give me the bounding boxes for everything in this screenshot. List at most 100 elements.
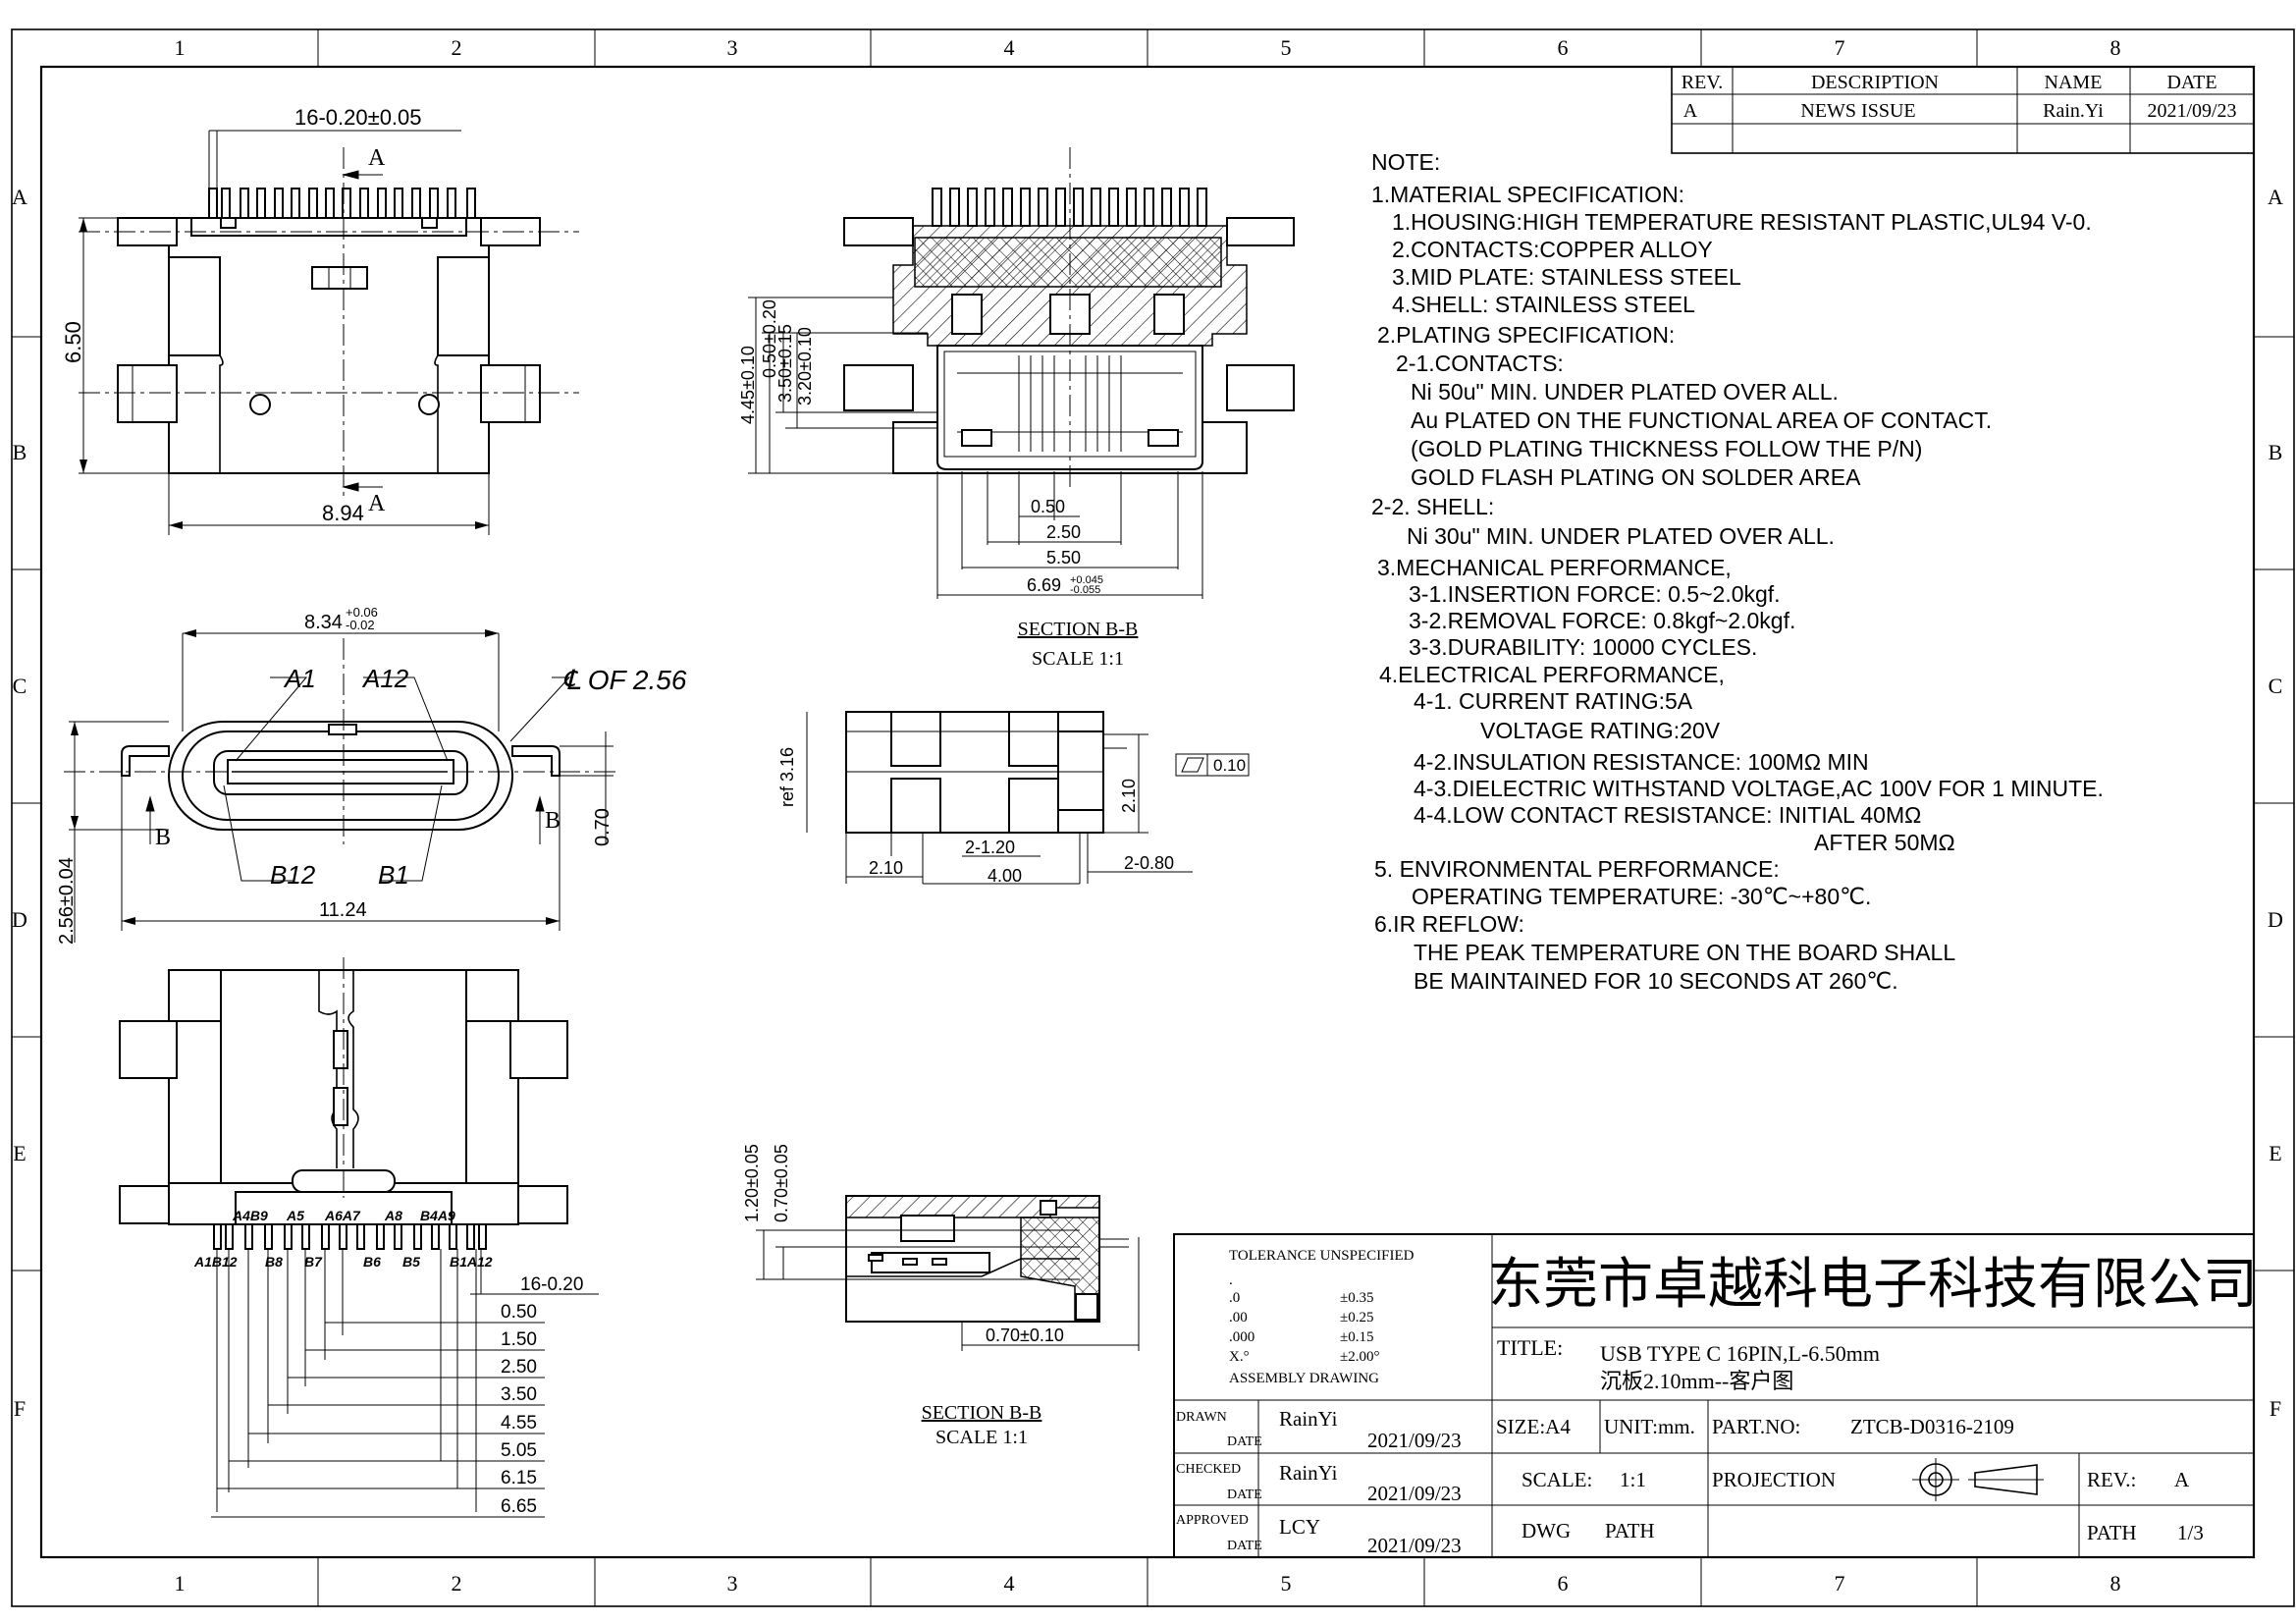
pin-label-a1: A1 [283,664,316,693]
note-line: 2-2. SHELL: [1371,494,1494,519]
dim-side: 2.10 [869,858,903,878]
note-line: AFTER 50MΩ [1814,830,1955,855]
projection-symbol-icon [1912,1458,2044,1501]
section-scale-2: SCALE 1:1 [935,1427,1028,1448]
size: SIZE:A4 [1496,1415,1571,1438]
dim-pin-pitch: 16-0.20 [520,1274,583,1295]
dim-length: 6.50 [61,321,85,363]
path-label: PATH [1605,1519,1655,1542]
pin-label: B5 [402,1254,420,1270]
dim-height: 2.56±0.04 [56,857,78,945]
tolerance-value: ±0.15 [1340,1329,1373,1345]
row-label-c: C [13,674,27,698]
top-view-pins [208,188,476,219]
note-line: (GOLD PLATING THICKNESS FOLLOW THE P/N) [1411,436,1922,461]
pin-label: A4B9 [232,1208,268,1223]
col-label-8: 8 [2110,35,2121,60]
dim-pitch: 1.50 [501,1329,537,1350]
top-view: A A 16-0.20±0.05 6.50 8.94 [61,105,579,535]
dim-section: 3.20±0.10 [795,327,815,406]
side-view: ref 3.16 0.10 2.10 2-1.20 2.10 4.00 2-0.… [777,711,1250,886]
dim-tab-offset: 0.70 [592,808,614,846]
note-line: 4-3.DIELECTRIC WITHSTAND VOLTAGE,AC 100V… [1414,776,2104,801]
pin-label: B4A9 [420,1208,455,1223]
path-value: 1/3 [2177,1521,2204,1544]
tolerance-title: TOLERANCE UNSPECIFIED [1229,1248,1415,1264]
part-no-label: PART.NO: [1712,1415,1800,1438]
drawn-name: RainYi [1279,1407,1338,1431]
note-line: 3.MECHANICAL PERFORMANCE, [1377,555,1732,580]
note-line: Ni 50u" MIN. UNDER PLATED OVER ALL. [1411,379,1839,405]
col-label-2-bottom: 2 [452,1571,462,1596]
note-line: 5. ENVIRONMENTAL PERFORMANCE: [1374,856,1780,882]
pin-label: A6A7 [324,1208,361,1223]
pin-label: B7 [304,1254,323,1270]
dim-section-b: 0.70±0.10 [986,1325,1064,1345]
section-scale: SCALE 1:1 [1032,648,1124,670]
col-label-5-bottom: 5 [1281,1571,1292,1596]
col-label-6: 6 [1558,35,1569,60]
checked-label: CHECKED [1176,1462,1241,1477]
bottom-view: A4B9 A5 A6A7 A8 B4A9 A1B12 B8 B7 B6 B5 B… [119,957,599,1518]
title-label: TITLE: [1497,1335,1563,1360]
date-header: DATE [2166,72,2216,93]
dim-pitch: 6.15 [501,1468,537,1488]
note-line: 4-2.INSULATION RESISTANCE: 100MΩ MIN [1414,749,1869,775]
view-b-label: B [545,808,561,834]
note-line: 3-3.DURABILITY: 10000 CYCLES. [1409,634,1757,660]
rev-value: A [1683,100,1698,122]
note-line: 1.HOUSING:HIGH TEMPERATURE RESISTANT PLA… [1392,209,2092,235]
rev-header: REV. [1682,72,1723,93]
dwg-label: DWG [1522,1519,1571,1542]
note-line: Ni 30u" MIN. UNDER PLATED OVER ALL. [1407,523,1835,549]
row-label-f: F [14,1396,26,1421]
section-a-label: A [368,145,386,171]
tolerance-value: ±0.35 [1340,1290,1373,1306]
date-label: DATE [1227,1539,1262,1553]
approved-date: 2021/09/23 [1367,1534,1462,1557]
pin-label: B6 [363,1254,381,1270]
checked-date: 2021/09/23 [1367,1482,1462,1505]
note-line: 4.ELECTRICAL PERFORMANCE, [1379,662,1725,687]
dim-pitch: 2.50 [501,1357,537,1378]
note-line: THE PEAK TEMPERATURE ON THE BOARD SHALL [1414,940,1955,965]
dim-pitch: 6.65 [501,1496,537,1517]
company-name: 东莞市卓越科电子科技有限公司 [1488,1255,2258,1316]
row-label-c-right: C [2269,674,2283,698]
tolerance-key: .00 [1229,1310,1248,1325]
dim-section-b: 1.20±0.05 [742,1144,762,1222]
pin-label: B1A12 [450,1254,493,1270]
tolerance-value: ±2.00° [1340,1349,1379,1365]
col-label-1-bottom: 1 [175,1571,186,1596]
pin-label: A5 [286,1208,304,1223]
row-label-a-right: A [2268,185,2283,209]
description-header: DESCRIPTION [1811,72,1939,93]
dim-pitch: 5.05 [501,1440,537,1461]
tolerance-key: . [1229,1272,1233,1288]
note-line: 4.SHELL: STAINLESS STEEL [1392,292,1695,317]
tolerance-key: .000 [1229,1329,1255,1345]
revision-table: REV. DESCRIPTION NAME DATE A NEWS ISSUE … [1671,66,2255,154]
col-label-8-bottom: 8 [2110,1571,2121,1596]
scale-label: SCALE: [1522,1468,1592,1491]
dim-pitch: 3.50 [501,1384,537,1405]
dim-section: 2.50 [1046,522,1081,542]
note-line: Au PLATED ON THE FUNCTIONAL AREA OF CONT… [1411,407,1992,433]
pin-label: A8 [384,1208,402,1223]
dim-overall-width: 11.24 [319,899,367,921]
name-value: Rain.Yi [2043,100,2104,122]
dim-section-lower: -0.055 [1070,584,1100,596]
dim-ref: ref 3.16 [777,747,797,807]
col-label-5: 5 [1281,35,1292,60]
dim-opening-upper: +0.06 [346,605,378,620]
scale-value: 1:1 [1620,1468,1646,1491]
note-line: 3-2.REMOVAL FORCE: 0.8kgf~2.0kgf. [1409,608,1795,633]
section-title: SECTION B-B [1018,619,1139,640]
section-view-top: 4.45±0.10 0.50±0.20 3.50±0.15 3.20±0.10 … [738,147,1295,670]
tolerance-key: X.° [1229,1349,1250,1365]
flatness-value: 0.10 [1213,756,1246,775]
col-label-7: 7 [1835,35,1845,60]
approved-label: APPROVED [1176,1513,1249,1528]
col-label-1: 1 [175,35,186,60]
